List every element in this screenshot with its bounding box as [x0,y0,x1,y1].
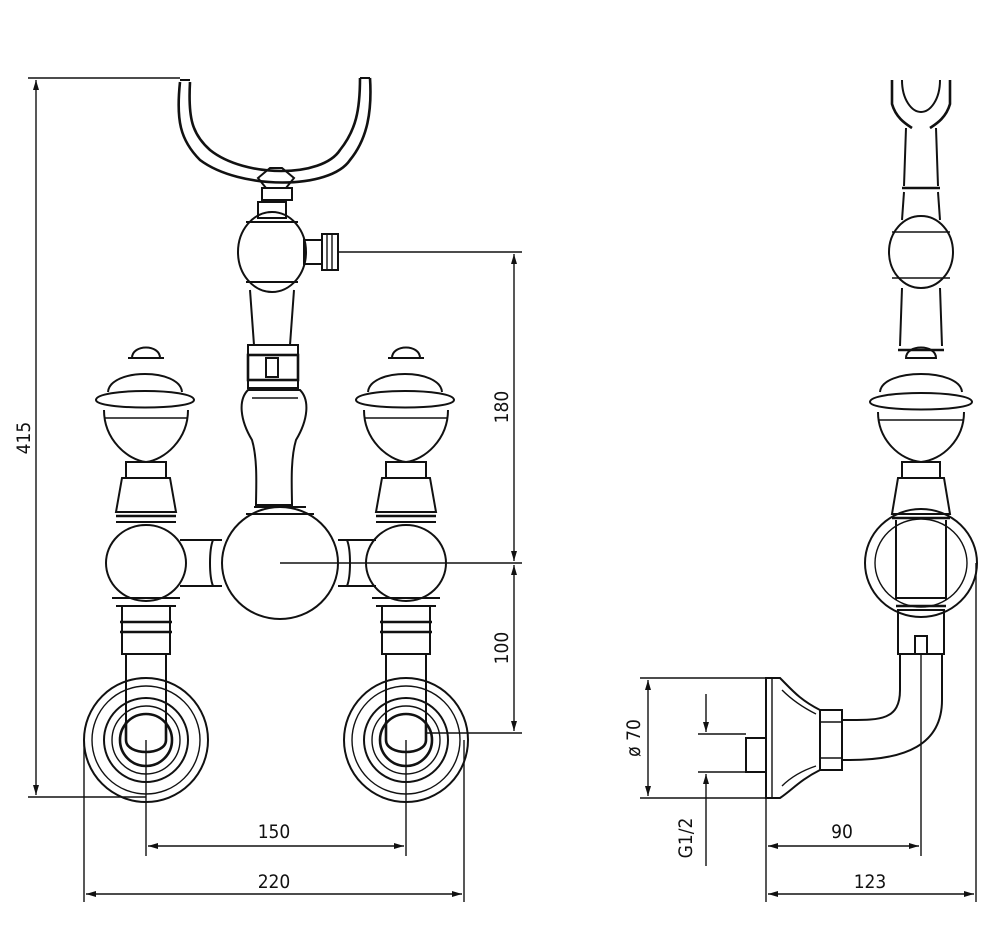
dim-side-depth-total-label: 123 [854,871,887,893]
dim-overall-width-label: 220 [258,871,291,893]
body-ball [180,506,376,620]
front-dimensions: 415 180 100 150 220 [13,77,522,902]
dim-thread-label: G1/2 [675,818,697,859]
right-valve [354,346,456,740]
front-view [83,77,469,803]
shower-cradle-front [177,77,372,201]
dim-overall-height-label: 415 [13,422,35,455]
side-elbow-pipe [849,654,901,721]
side-upper-ball [888,215,954,289]
left-valve [94,346,196,740]
dim-inlet-centers-label: 150 [258,821,291,843]
side-wall-flange [745,677,850,799]
dim-spout-height-label: 180 [491,391,513,424]
side-body-ball [864,508,978,618]
side-view [745,79,978,799]
side-dimensions: ø 70 G1/2 90 123 [623,563,977,902]
dim-flange-diameter-label: ø 70 [623,719,645,757]
side-valve-knob [868,346,974,520]
upper-ball [237,201,339,293]
shower-cradle-side [890,79,952,221]
dim-side-depth-hose-label: 90 [831,821,853,843]
dim-lower-height-label: 100 [491,632,513,665]
column [240,289,308,506]
